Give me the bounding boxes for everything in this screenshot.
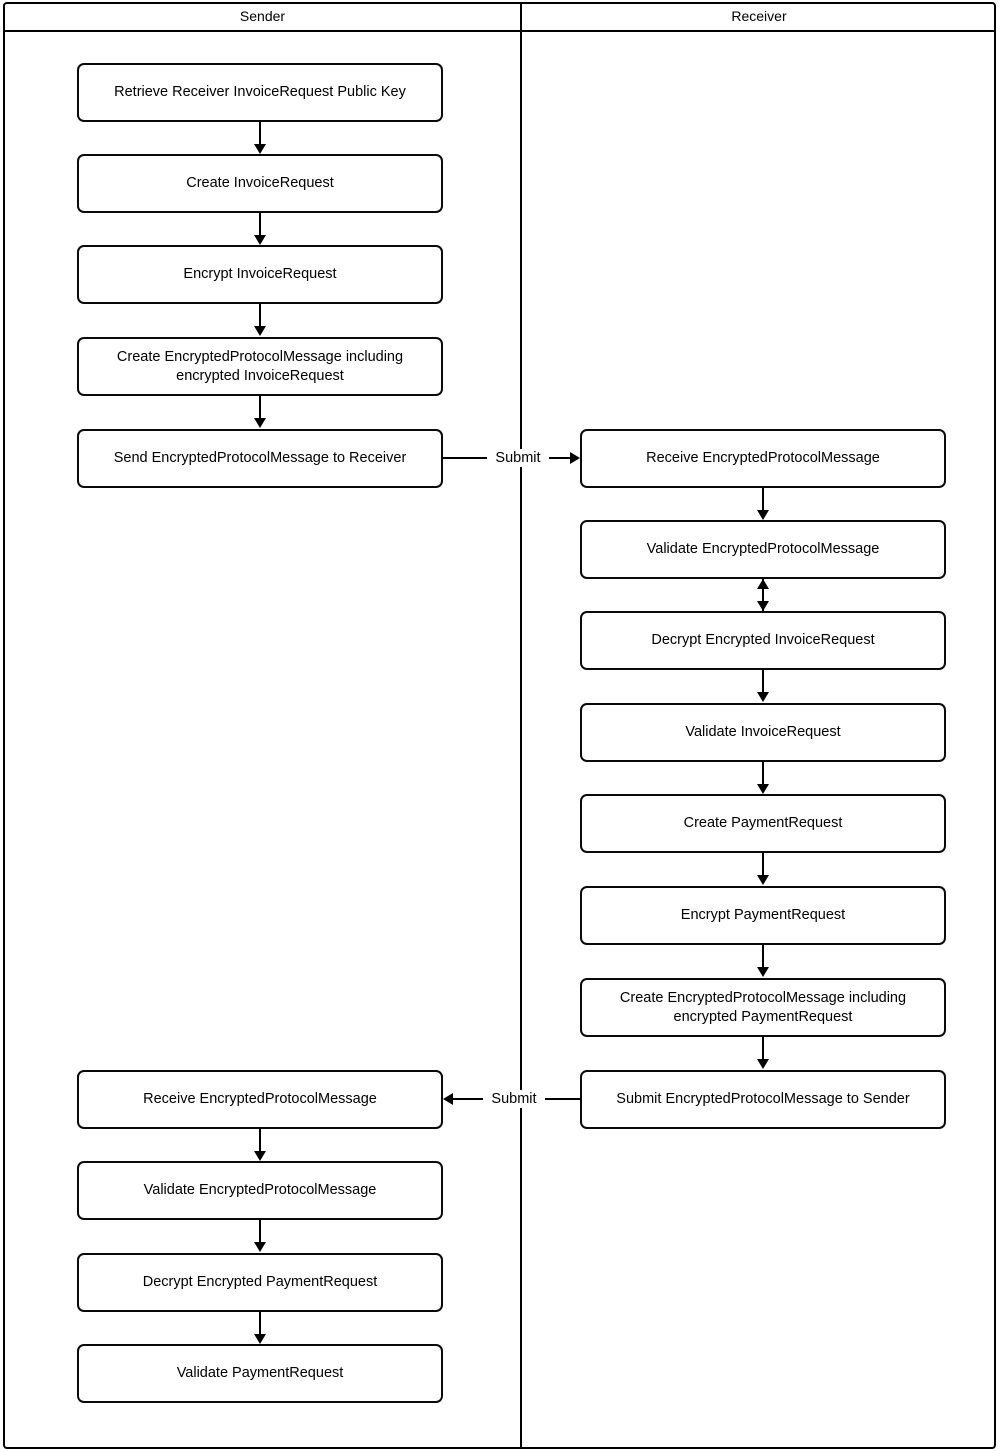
node-create-epm-invoicerequest[interactable]: Create EncryptedProtocolMessage includin… [77, 337, 443, 396]
node-encrypt-invoicerequest[interactable]: Encrypt InvoiceRequest [77, 245, 443, 304]
node-label: Create EncryptedProtocolMessage includin… [117, 348, 403, 386]
edge-r2-r3-line [762, 579, 764, 611]
node-retrieve-receiver-public-key[interactable]: Retrieve Receiver InvoiceRequest Public … [77, 63, 443, 122]
edge-r1-r2-line [762, 488, 764, 510]
node-create-epm-paymentrequest[interactable]: Create EncryptedProtocolMessage includin… [580, 978, 946, 1037]
edge-s3-s4-line [259, 304, 261, 326]
node-label-line2: encrypted PaymentRequest [673, 1008, 853, 1025]
node-label: Create EncryptedProtocolMessage includin… [620, 989, 906, 1027]
node-send-epm-to-receiver[interactable]: Send EncryptedProtocolMessage to Receive… [77, 429, 443, 488]
node-label: Retrieve Receiver InvoiceRequest Public … [114, 84, 406, 100]
edge-r8-s6-arrowhead [443, 1093, 453, 1105]
edge-s6-s7-arrowhead [254, 1151, 266, 1161]
node-label-line2: encrypted InvoiceRequest [176, 367, 344, 384]
edge-r3-r4-arrowhead [757, 692, 769, 702]
edge-r3-r4-line [762, 670, 764, 692]
edge-s4-s5-line [259, 396, 261, 418]
node-create-paymentrequest[interactable]: Create PaymentRequest [580, 794, 946, 853]
edge-s6-s7-line [259, 1129, 261, 1151]
node-encrypt-paymentrequest[interactable]: Encrypt PaymentRequest [580, 886, 946, 945]
node-label: Validate EncryptedProtocolMessage [646, 541, 880, 557]
node-validate-paymentrequest[interactable]: Validate PaymentRequest [77, 1344, 443, 1403]
edge-s1-s2-line [259, 122, 261, 144]
edge-s3-s4-arrowhead [254, 326, 266, 336]
edge-r6-r7-arrowhead [757, 967, 769, 977]
edge-s1-s2-arrowhead [254, 144, 266, 154]
lane-header-divider [3, 30, 996, 32]
edge-r4-r5-line [762, 762, 764, 784]
node-create-invoicerequest[interactable]: Create InvoiceRequest [77, 154, 443, 213]
edge-s2-s3-line [259, 213, 261, 235]
node-receive-epm-sender[interactable]: Receive EncryptedProtocolMessage [77, 1070, 443, 1129]
node-label: Create PaymentRequest [683, 815, 843, 831]
node-validate-epm-sender[interactable]: Validate EncryptedProtocolMessage [77, 1161, 443, 1220]
edge-s4-s5-arrowhead [254, 418, 266, 428]
edge-s2-s3-arrowhead [254, 235, 266, 245]
node-validate-invoicerequest[interactable]: Validate InvoiceRequest [580, 703, 946, 762]
edge-s8-s9-arrowhead [254, 1334, 266, 1344]
edge-s8-s9-line [259, 1312, 261, 1334]
lane-header-sender: Sender [239, 8, 286, 24]
node-label: Create InvoiceRequest [186, 175, 334, 191]
node-decrypt-encrypted-paymentrequest[interactable]: Decrypt Encrypted PaymentRequest [77, 1253, 443, 1312]
edge-s5-r1-arrowhead [570, 452, 580, 464]
node-label: Validate InvoiceRequest [685, 724, 841, 740]
node-label: Validate PaymentRequest [176, 1365, 344, 1381]
edge-r1-r2-arrowhead [757, 510, 769, 520]
node-label: Submit EncryptedProtocolMessage to Sende… [616, 1091, 910, 1107]
edge-r7-r8-arrowhead [757, 1059, 769, 1069]
edge-r5-r6-arrowhead [757, 875, 769, 885]
edge-r5-r6-line [762, 853, 764, 875]
node-label: Decrypt Encrypted InvoiceRequest [651, 632, 875, 648]
node-label: Encrypt PaymentRequest [680, 907, 846, 923]
edge-label-submit-to-receiver: Submit [487, 449, 549, 467]
node-submit-epm-to-sender[interactable]: Submit EncryptedProtocolMessage to Sende… [580, 1070, 946, 1129]
node-label-line1: Create EncryptedProtocolMessage includin… [619, 989, 907, 1006]
node-label: Receive EncryptedProtocolMessage [646, 450, 880, 466]
node-decrypt-encrypted-invoicerequest[interactable]: Decrypt Encrypted InvoiceRequest [580, 611, 946, 670]
node-label: Validate EncryptedProtocolMessage [143, 1182, 377, 1198]
node-receive-epm-receiver[interactable]: Receive EncryptedProtocolMessage [580, 429, 946, 488]
node-label: Send EncryptedProtocolMessage to Receive… [113, 450, 407, 466]
edge-label-submit-to-sender: Submit [483, 1090, 545, 1108]
edge-s7-s8-line [259, 1220, 261, 1242]
diagram-frame [3, 2, 996, 1449]
node-label: Encrypt InvoiceRequest [183, 266, 337, 282]
edge-r4-r5-arrowhead [757, 784, 769, 794]
node-label: Decrypt Encrypted PaymentRequest [142, 1274, 378, 1290]
edge-r6-r7-line [762, 945, 764, 967]
lane-header-receiver: Receiver [731, 8, 787, 24]
node-label-line1: Create EncryptedProtocolMessage includin… [116, 348, 404, 365]
lane-vertical-divider [520, 2, 522, 1449]
edge-r7-r8-line [762, 1037, 764, 1059]
edge-r2-r3-arrowhead-down [757, 601, 769, 611]
node-validate-epm-receiver[interactable]: Validate EncryptedProtocolMessage [580, 520, 946, 579]
node-label: Receive EncryptedProtocolMessage [143, 1091, 377, 1107]
edge-r2-r3-arrowhead-up [757, 579, 769, 589]
edge-s7-s8-arrowhead [254, 1242, 266, 1252]
